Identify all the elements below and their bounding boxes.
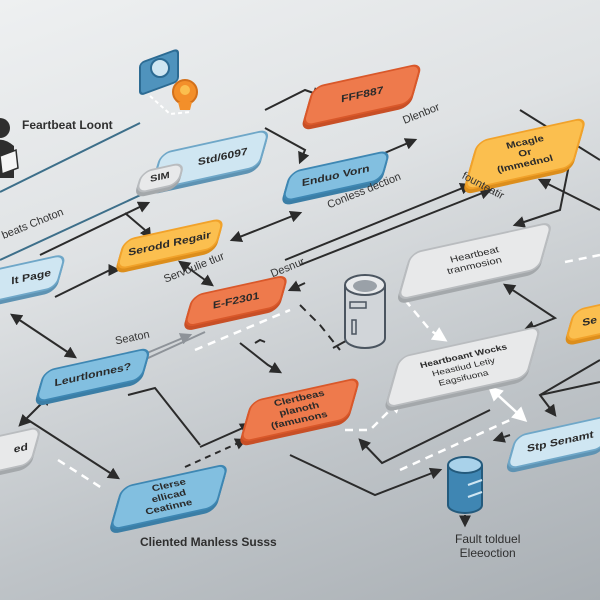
- dashed-connector: [399, 418, 511, 472]
- connector: [239, 342, 283, 374]
- connector: [284, 183, 473, 261]
- caption-cliented-manless: Cliented Manless Susss: [140, 535, 277, 549]
- connector: [537, 178, 600, 211]
- connector: [54, 264, 121, 298]
- diagram-title: Feartbeat Loont: [22, 118, 113, 132]
- connector: [229, 210, 303, 243]
- dashed-connector: [299, 304, 341, 351]
- connector: [512, 159, 571, 228]
- connector: [299, 187, 493, 266]
- connector: [10, 313, 77, 359]
- connector: [487, 385, 528, 423]
- connector: [254, 338, 266, 344]
- connector: [178, 260, 214, 287]
- connector: [502, 283, 558, 333]
- storage-cylinder-icon: [447, 456, 483, 528]
- connector: [24, 417, 121, 480]
- connector: [0, 185, 161, 261]
- caption-fault-tolerance: Fault tolduel Eleeoction: [455, 532, 521, 560]
- connector: [264, 127, 310, 165]
- database-cylinder-icon: [344, 274, 386, 349]
- connector: [358, 409, 491, 465]
- connector: [539, 381, 600, 396]
- dashed-connector: [404, 299, 448, 342]
- connector: [287, 280, 306, 292]
- person-box-icon: [0, 118, 19, 178]
- dashed-connector: [564, 253, 600, 264]
- dashed-connector: [492, 431, 511, 443]
- dashed-connector: [194, 308, 291, 352]
- dashed-connector: [57, 458, 106, 492]
- user-gear-icon: [139, 49, 198, 116]
- connector: [39, 201, 151, 256]
- connector: [0, 122, 141, 193]
- connector: [289, 454, 443, 497]
- dashed-connector: [184, 438, 248, 468]
- connector: [127, 386, 201, 446]
